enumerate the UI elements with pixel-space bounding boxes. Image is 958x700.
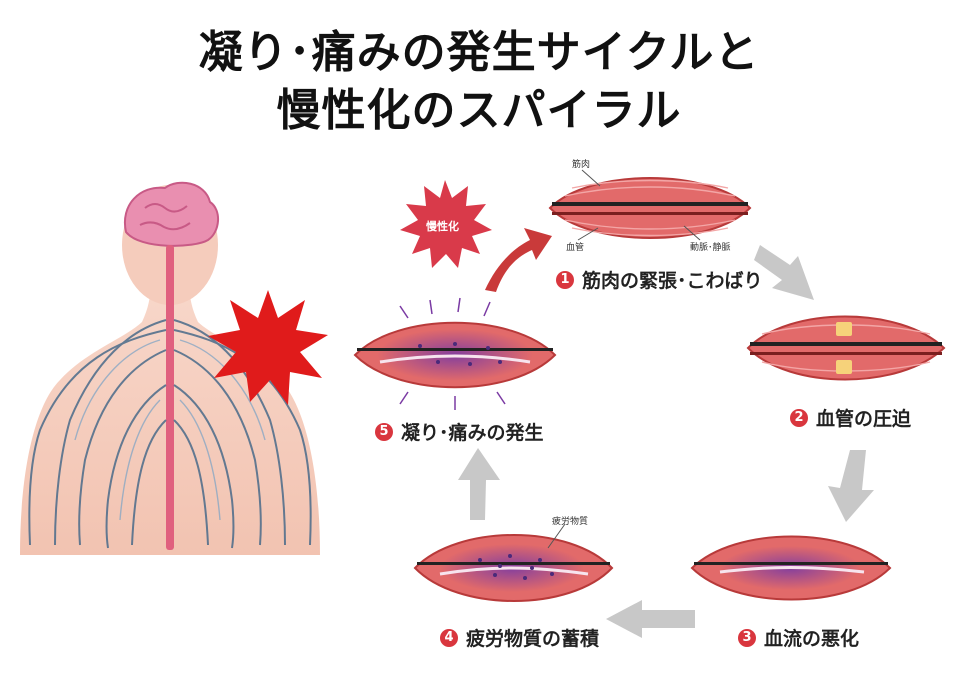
step-2-label: 2 血管の圧迫 bbox=[790, 404, 911, 431]
muscle-1-tension bbox=[548, 177, 752, 239]
red-cycle-arrow bbox=[485, 228, 552, 292]
arrow-1-to-2 bbox=[754, 245, 814, 300]
step-2-number: 2 bbox=[790, 408, 808, 427]
step-5-text: 凝り･痛みの発生 bbox=[401, 422, 544, 444]
step-3-text: 血流の悪化 bbox=[764, 628, 860, 650]
arrow-3-to-4 bbox=[606, 600, 695, 638]
page-title-line-2: 慢性化のスパイラル bbox=[276, 85, 682, 136]
arrow-4-to-5 bbox=[458, 448, 500, 520]
step-1-label: 1 筋肉の緊張･こわばり bbox=[556, 266, 763, 293]
muscle-4-fatigue-accumulation bbox=[413, 534, 614, 602]
muscle-5-stiffness-pain bbox=[353, 297, 557, 410]
muscle-3-bloodflow-worsening bbox=[690, 535, 892, 601]
label-fatigue-substance: 疲労物質 bbox=[552, 517, 589, 527]
step-5-label: 5 凝り･痛みの発生 bbox=[375, 418, 544, 445]
step-1-text: 筋肉の緊張･こわばり bbox=[582, 270, 763, 292]
step-4-label: 4 疲労物質の蓄積 bbox=[440, 624, 599, 651]
label-artery-vein: 動脈･静脈 bbox=[690, 243, 731, 253]
pain-burst-icon bbox=[208, 290, 328, 405]
step-4-number: 4 bbox=[440, 628, 458, 647]
brain-icon bbox=[123, 181, 219, 247]
gray-cycle-arrows bbox=[458, 245, 874, 638]
nerve-lines bbox=[28, 319, 312, 549]
label-muscle: 筋肉 bbox=[572, 160, 591, 170]
muscle-2-vessel-compression bbox=[746, 315, 946, 381]
step-1-number: 1 bbox=[556, 270, 574, 289]
chronic-burst-icon bbox=[400, 180, 492, 268]
step-2-text: 血管の圧迫 bbox=[816, 408, 912, 430]
label-blood-vessel: 血管 bbox=[566, 243, 585, 253]
step-4-text: 疲労物質の蓄積 bbox=[466, 628, 600, 650]
chronic-burst-label: 慢性化 bbox=[426, 220, 459, 233]
step-5-number: 5 bbox=[375, 422, 393, 441]
arrow-2-to-3 bbox=[828, 450, 874, 522]
step-3-label: 3 血流の悪化 bbox=[738, 624, 859, 651]
step-3-number: 3 bbox=[738, 628, 756, 647]
spine bbox=[166, 245, 174, 550]
human-body-illustration bbox=[20, 181, 320, 555]
page-title-line-1: 凝り･痛みの発生サイクルと bbox=[198, 27, 760, 78]
